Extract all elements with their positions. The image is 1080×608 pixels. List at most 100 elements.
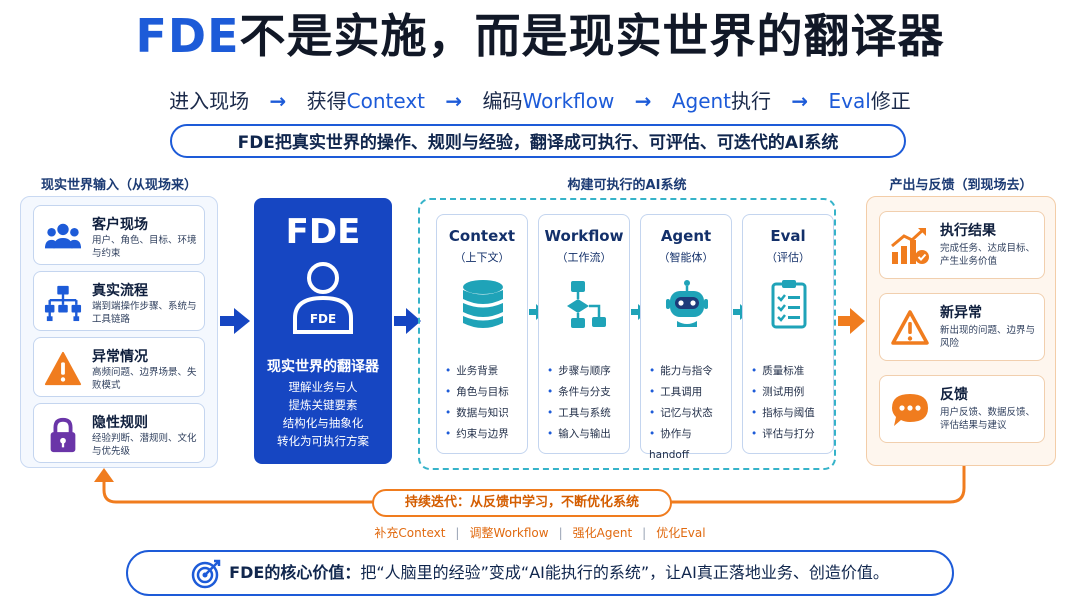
component-item: 能力与指令 [649, 361, 731, 382]
flow-step-en: Workflow [522, 89, 615, 113]
chat-icon [892, 394, 928, 426]
robot-icon [666, 280, 708, 327]
output-card-desc: 完成任务、达成目标、产生业务价值 [940, 243, 1036, 267]
lock-icon [50, 417, 76, 453]
iteration-item: 强化Agent [572, 526, 633, 540]
fde-subtitle: 现实世界的翻译器 [267, 359, 379, 375]
title-fde: FDE [135, 9, 240, 63]
separator: | [642, 526, 647, 540]
fde-item: 理解业务与人 [288, 380, 358, 394]
component-subtitle: （上下文） [454, 251, 510, 264]
input-card-title: 异常情况 [92, 349, 148, 365]
component-item: 工具调用 [649, 382, 731, 403]
arrow-right-icon [733, 304, 749, 320]
target-icon [191, 559, 221, 588]
component-item: 测试用例 [751, 382, 815, 403]
middle-section-title: 构建可执行的AI系统 [567, 178, 687, 193]
iteration-item: 优化Eval [656, 526, 706, 540]
input-card-title: 隐性规则 [92, 415, 148, 431]
warning-icon [891, 310, 929, 345]
left-section-title: 现实世界输入（从现场来） [40, 178, 197, 193]
input-card-desc: 端到端操作步骤、系统与工具链路 [92, 301, 197, 325]
flow-step: 编码Workflow [483, 86, 615, 116]
output-card: 新异常 新出现的问题、边界与风险 [879, 293, 1045, 361]
component-item: 数据与知识 [445, 403, 509, 424]
right-section-title: 产出与反馈（到现场去） [889, 178, 1033, 193]
iteration-item: 调整Workflow [469, 526, 549, 540]
flow-step-label: 进入现场 [169, 89, 250, 113]
iteration-items: 补充Context|调整Workflow|强化Agent|优化Eval [0, 524, 1080, 541]
arrow-right-icon [220, 308, 250, 334]
flowchart-icon [44, 285, 82, 322]
arrow-right-icon: → [791, 89, 809, 113]
fde-item: 转化为可执行方案 [277, 434, 369, 448]
component-items: 能力与指令 工具调用 记忆与状态 协作与 handoff [649, 361, 731, 466]
component-title: Workflow [544, 227, 624, 245]
component-subtitle: （智能体） [658, 251, 714, 264]
flow-step-en: Eval [828, 89, 871, 113]
process-flow: 进入现场 → 获得Context → 编码Workflow → Agent执行 … [0, 86, 1080, 116]
component-card: Agent （智能体） 能力与指令 工具调用 记忆与状态 协作与 handoff [640, 214, 732, 461]
component-card: Workflow （工作流） 步骤与顺序 条件与分支 工具与系统 输入与输出 [538, 214, 630, 454]
arrow-right-icon [631, 304, 647, 320]
component-item: 业务背景 [445, 361, 509, 382]
fde-items: 理解业务与人 提炼关键要素 结构化与抽象化 转化为可执行方案 [254, 378, 392, 450]
input-card: 异常情况 高频问题、边界场景、失败模式 [33, 337, 205, 397]
flow-step: Agent执行 [672, 86, 771, 116]
fde-label: FDE [285, 212, 361, 252]
arrow-right-icon [838, 308, 865, 334]
component-card: Context （上下文） 业务背景 角色与目标 数据与知识 约束与边界 [436, 214, 528, 454]
component-item: 评估与打分 [751, 424, 815, 445]
input-card: 真实流程 端到端操作步骤、系统与工具链路 [33, 271, 205, 331]
component-item: 质量标准 [751, 361, 815, 382]
arrow-right-icon [529, 304, 545, 320]
arrow-right-icon: → [445, 89, 463, 113]
output-card: 执行结果 完成任务、达成目标、产生业务价值 [879, 211, 1045, 279]
component-item: 记忆与状态 [649, 403, 731, 424]
flow-step: 获得Context [307, 86, 425, 116]
input-card-title: 客户现场 [92, 217, 148, 233]
component-subtitle: （工作流） [556, 251, 612, 264]
input-card-desc: 高频问题、边界场景、失败模式 [92, 367, 197, 391]
component-item: 指标与阈值 [751, 403, 815, 424]
separator: | [558, 526, 563, 540]
input-card: 客户现场 用户、角色、目标、环境与约束 [33, 205, 205, 265]
output-card: 反馈 用户反馈、数据反馈、评估结果与建议 [879, 375, 1045, 443]
component-title: Context [448, 227, 516, 245]
flow-step-label: 执行 [731, 89, 772, 113]
arrow-right-icon [394, 308, 421, 334]
component-item: 工具与系统 [547, 403, 611, 424]
flow-step-label: 修正 [870, 89, 911, 113]
separator: | [455, 526, 460, 540]
input-card-title: 真实流程 [92, 283, 148, 299]
flow-step-label: 编码 [482, 89, 523, 113]
person-icon [293, 262, 353, 334]
output-card-title: 执行结果 [940, 223, 996, 239]
iteration-banner: 持续迭代：从反馈中学习，不断优化系统 [372, 489, 672, 517]
database-icon [463, 280, 503, 328]
output-card-desc: 用户反馈、数据反馈、评估结果与建议 [940, 407, 1036, 431]
fde-translator-box: FDE FDE 现实世界的翻译器 理解业务与人 提炼关键要素 结构化与抽象化 转… [254, 198, 392, 464]
page-title: FDE不是实施，而是现实世界的翻译器 [0, 6, 1080, 66]
flow-step-label: 获得 [306, 89, 347, 113]
component-items: 业务背景 角色与目标 数据与知识 约束与边界 [445, 361, 509, 445]
summary-banner: FDE把真实世界的操作、规则与经验，翻译成可执行、可评估、可迭代的AI系统 [170, 124, 906, 158]
core-value-label: FDE的核心价值： [229, 563, 361, 582]
output-card-title: 反馈 [940, 387, 968, 403]
component-item: 约束与边界 [445, 424, 509, 445]
workflow-icon [567, 281, 606, 328]
title-rest: 不是实施，而是现实世界的翻译器 [239, 9, 945, 63]
core-value-banner: FDE的核心价值：把“人脑里的经验”变成“AI能执行的系统”，让AI真正落地业务… [126, 550, 954, 596]
warning-icon [44, 351, 82, 386]
component-title: Eval [770, 227, 806, 245]
component-title: Agent [660, 227, 712, 245]
component-item: 步骤与顺序 [547, 361, 611, 382]
output-card-title: 新异常 [940, 305, 982, 321]
component-items: 质量标准 测试用例 指标与阈值 评估与打分 [751, 361, 815, 445]
flow-step-en: Context [346, 89, 426, 113]
component-item: 角色与目标 [445, 382, 509, 403]
flow-step: Eval修正 [829, 86, 911, 116]
flow-step-en: Agent [671, 89, 732, 113]
arrow-right-icon: → [269, 89, 287, 113]
component-item: 条件与分支 [547, 382, 611, 403]
